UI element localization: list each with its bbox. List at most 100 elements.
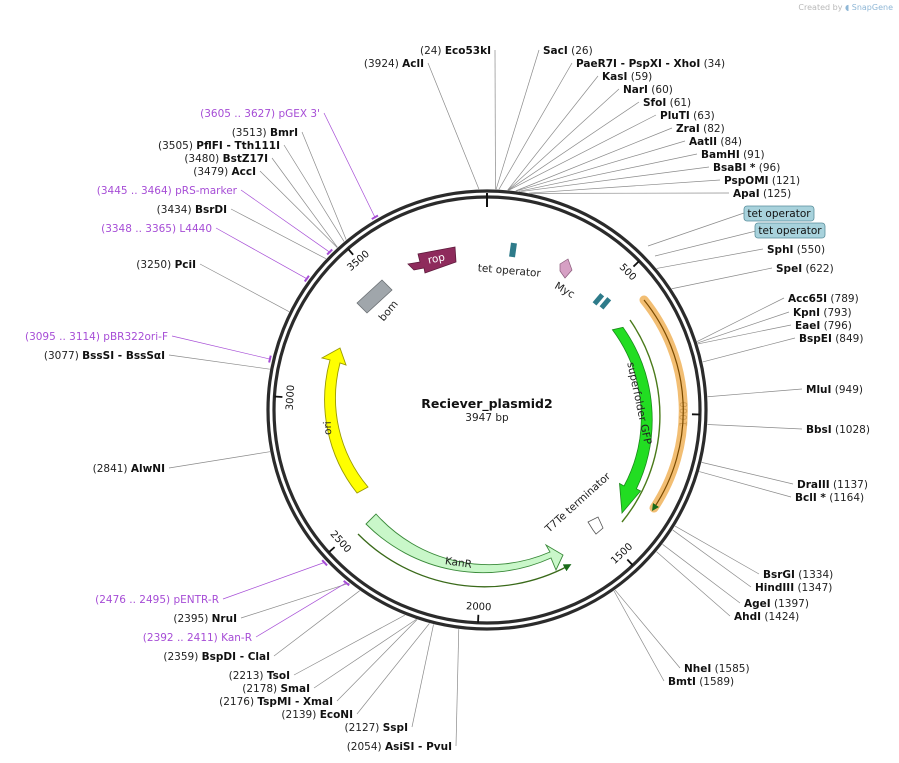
site-name: Acc65I [788,293,827,305]
site-econi-label[interactable]: (2139) EcoNI [281,709,353,721]
site-apai-label[interactable]: ApaI (125) [733,188,791,200]
site-bsrgi-label[interactable]: BsrGI (1334) [763,569,833,581]
feature-tet-operator[interactable] [509,242,517,258]
site-aatii-label[interactable]: AatII (84) [689,136,742,148]
tet-operator-callout-1[interactable] [743,205,815,222]
site-smai-label[interactable]: (2178) SmaI [242,683,310,695]
primer-pentrr-mark [321,559,328,567]
tet-operator-callout-2[interactable] [754,222,826,239]
site-sspi-label[interactable]: (2127) SspI [344,722,408,734]
primer-pgex3-leader [323,112,376,219]
plasmid-length: 3947 bp [465,412,509,424]
primer-l4440-label[interactable]: (3348 .. 3365) L4440 [101,223,212,235]
site-sphi-leader [656,248,764,269]
feature-rop[interactable] [407,246,457,274]
site-bspdi-label[interactable]: (2359) BspDI - ClaI [163,651,270,663]
feature-tet-operator-pair-a[interactable] [592,293,605,306]
site-sfoi-label[interactable]: SfoI (61) [643,97,691,109]
site-sphi-label[interactable]: SphI (550) [767,244,825,256]
site-bbsi-label[interactable]: BbsI (1028) [806,424,870,436]
site-bspei-label[interactable]: BspEI (849) [799,333,863,345]
site-paer7i-label[interactable]: PaeR7I - PspXI - XhoI (34) [576,58,725,70]
site-asisi-label[interactable]: (2054) AsiSI - PvuI [347,741,452,753]
primer-pbr322ori-label[interactable]: (3095 .. 3114) pBR322ori-F [25,331,168,343]
primer-pbr322ori-mark [268,355,272,363]
site-position: (2178) [242,683,280,695]
feature-t7te-terminator[interactable] [587,516,604,535]
site-position: (550) [793,244,825,256]
site-eaei-leader [697,324,792,345]
site-position: (2139) [281,709,319,721]
site-zrai-label[interactable]: ZraI (82) [676,123,725,135]
site-leader-lines [168,49,803,747]
site-hindiii-leader [672,529,752,588]
site-saci-label[interactable]: SacI (26) [543,45,593,57]
site-nari-leader [507,88,620,191]
site-name: AgeI [744,598,771,610]
primer-range: (2392 .. 2411) [143,632,221,644]
site-pluti-leader [508,114,657,191]
feature-bom[interactable] [356,279,393,314]
primer-pentrr-label[interactable]: (2476 .. 2495) pENTR-R [95,594,219,606]
site-tspmi-label[interactable]: (2176) TspMI - XmaI [219,696,333,708]
site-position: (3480) [184,153,222,165]
feature-tet-operator-pair-b[interactable] [599,297,612,310]
primer-range: (2476 .. 2495) [95,594,173,606]
site-acli-label[interactable]: (3924) AclI [364,58,424,70]
feature-ori[interactable] [320,347,369,494]
site-spei-leader [671,267,773,290]
site-bsrdi-label[interactable]: (3434) BsrDI [157,204,227,216]
primer-pgex3-label[interactable]: (3605 .. 3627) pGEX 3' [200,108,320,120]
ruler-tick-label: 3000 [285,385,298,411]
site-position: (84) [717,136,742,148]
site-name: SacI [543,45,568,57]
site-position: (3505) [158,140,196,152]
site-spei-label[interactable]: SpeI (622) [776,263,834,275]
site-hindiii-label[interactable]: HindIII (1347) [755,582,832,594]
feature-myc[interactable] [559,258,573,279]
site-position: (3434) [157,204,195,216]
site-name: BmrI [270,127,298,139]
site-bsssi-label[interactable]: (3077) BssSI - BssSαI [44,350,165,362]
feature-kanr[interactable] [365,513,564,574]
site-eaei-label[interactable]: EaeI (796) [795,320,852,332]
primer-prsmarker-label[interactable]: (3445 .. 3464) pRS-marker [97,185,238,197]
feature-superfolder-gfp[interactable] [611,326,653,514]
site-name: BsrGI [763,569,795,581]
site-name: KpnI [793,307,820,319]
site-name: PluTI [660,110,690,122]
site-kasi-label[interactable]: KasI (59) [602,71,652,83]
site-bsabi-label[interactable]: BsaBI * (96) [713,162,780,174]
site-draiii-label[interactable]: DraIII (1137) [797,479,868,491]
site-acc65i-label[interactable]: Acc65I (789) [788,293,859,305]
site-tsoi-label[interactable]: (2213) TsoI [229,670,290,682]
site-position: (121) [769,175,801,187]
site-bmti-label[interactable]: BmtI (1589) [668,676,734,688]
site-ahdi-label[interactable]: AhdI (1424) [734,611,799,623]
site-bamhi-label[interactable]: BamHI (91) [701,149,765,161]
site-pflfi-label[interactable]: (3505) PflFI - Tth111I [158,140,280,152]
site-pcii-label[interactable]: (3250) PciI [136,259,196,271]
site-pluti-label[interactable]: PluTI (63) [660,110,715,122]
site-kpni-label[interactable]: KpnI (793) [793,307,852,319]
site-bcli-label[interactable]: BclI * (1164) [795,492,864,504]
site-mlui-label[interactable]: MluI (949) [806,384,863,396]
site-nrui-label[interactable]: (2395) NruI [173,613,237,625]
site-nhei-label[interactable]: NheI (1585) [684,663,750,675]
primer-kanr-label[interactable]: (2392 .. 2411) Kan-R [143,632,252,644]
site-pspomi-label[interactable]: PspOMI (121) [724,175,800,187]
site-agei-label[interactable]: AgeI (1397) [744,598,809,610]
site-bmri-label[interactable]: (3513) BmrI [232,127,298,139]
snapgene-credit: Created by ◖ SnapGene [798,3,893,12]
site-alwni-label[interactable]: (2841) AlwNI [93,463,165,475]
site-bmti-leader [613,590,665,682]
site-acci-label[interactable]: (3479) AccI [193,166,256,178]
primer-prsmarker-mark [326,248,333,256]
site-bstz17i-label[interactable]: (3480) BstZ17I [184,153,268,165]
site-eco53ki-label[interactable]: (24) Eco53kI [420,45,491,57]
site-name: NruI [212,613,237,625]
site-position: (3077) [44,350,82,362]
callout-leader-1 [647,212,745,247]
site-nari-label[interactable]: NarI (60) [623,84,673,96]
